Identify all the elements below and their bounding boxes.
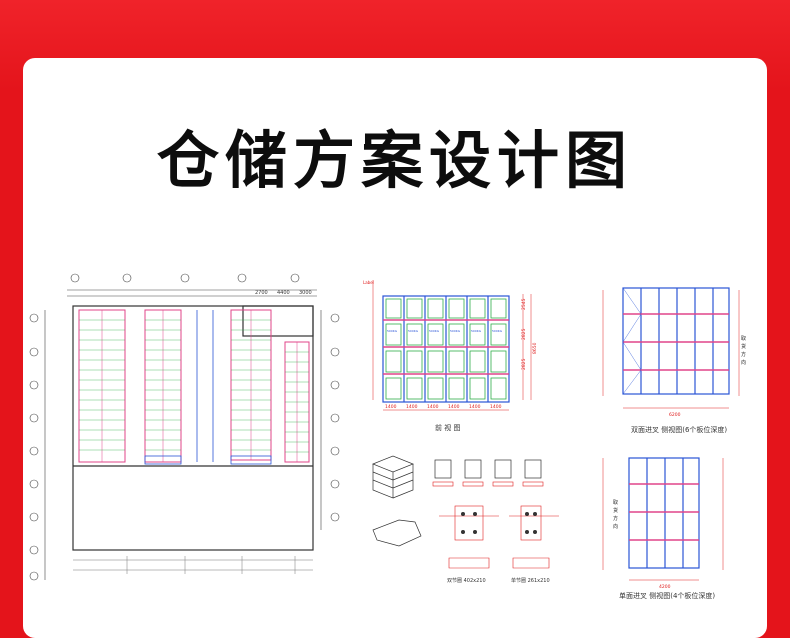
front-dim-bottom-6: 1400 — [490, 404, 502, 410]
front-dim-bottom-5: 1400 — [469, 404, 481, 410]
single-side-label-3: 方 — [613, 515, 618, 522]
single-side-label-4: 向 — [613, 523, 618, 530]
beam-label-6: 500KG — [492, 329, 503, 333]
front-dim-top-1: 2545 — [521, 298, 527, 310]
single-side-label-2: 货 — [613, 507, 618, 514]
double-deep-side-view: 取 货 方 向 6200 双面进叉 侧视图(6个板位深度) — [602, 287, 746, 434]
plan-dim-2: 4400 — [277, 290, 290, 296]
beam-label-5: 500KG — [471, 329, 482, 333]
single-deep-side-view: 取 货 方 向 4200 单面进叉 侧视图(4个板位深度) — [602, 457, 724, 600]
double-side-label-4: 向 — [741, 359, 746, 366]
front-dim-bottom-1: 1400 — [385, 404, 397, 410]
plan-dim-3: 3000 — [299, 290, 312, 296]
front-dim-bottom-2: 1400 — [406, 404, 418, 410]
single-side-label-1: 取 — [613, 500, 618, 506]
double-dim-total: 6200 — [669, 412, 681, 418]
svg-text:Label: Label — [363, 280, 374, 285]
plan-dim-1: 2700 — [255, 290, 268, 296]
double-side-label-2: 货 — [741, 343, 746, 350]
page-title: 仓储方案设计图 — [156, 124, 633, 197]
rack-front-view: Label 500KG 500KG 500KG 500KG 500KG 500K… — [363, 280, 538, 432]
beam-label-4: 500KG — [450, 329, 461, 333]
beam-label-1: 500KG — [387, 329, 398, 333]
warehouse-floor-plan: 2700 4400 3000 — [29, 273, 340, 581]
beam-label-3: 500KG — [429, 329, 440, 333]
front-view-caption: 前 视 图 — [435, 423, 460, 432]
front-dim-bottom-4: 1400 — [448, 404, 460, 410]
front-dim-total: 8650 — [532, 342, 538, 354]
single-dim-total: 4200 — [659, 584, 671, 590]
content-card: 仓储方案设计图 2700 4400 3000 — [23, 58, 767, 638]
double-pallet-caption: 双节圈 402x210 — [447, 578, 486, 584]
front-dim-top-3: 2825 — [521, 358, 527, 370]
double-deep-caption: 双面进叉 侧视图(6个板位深度) — [631, 425, 727, 434]
front-dim-top-2: 2825 — [521, 328, 527, 340]
single-deep-caption: 单面进叉 侧视图(4个板位深度) — [619, 591, 715, 600]
double-side-label-1: 取 — [741, 336, 746, 342]
single-pallet-caption: 单节圈 261x210 — [511, 577, 550, 584]
front-dim-bottom-3: 1400 — [427, 404, 439, 410]
double-side-label-3: 方 — [741, 351, 746, 358]
component-details: 双节圈 402x210 单节圈 261x210 — [372, 455, 559, 584]
beam-label-2: 500KG — [408, 329, 419, 333]
